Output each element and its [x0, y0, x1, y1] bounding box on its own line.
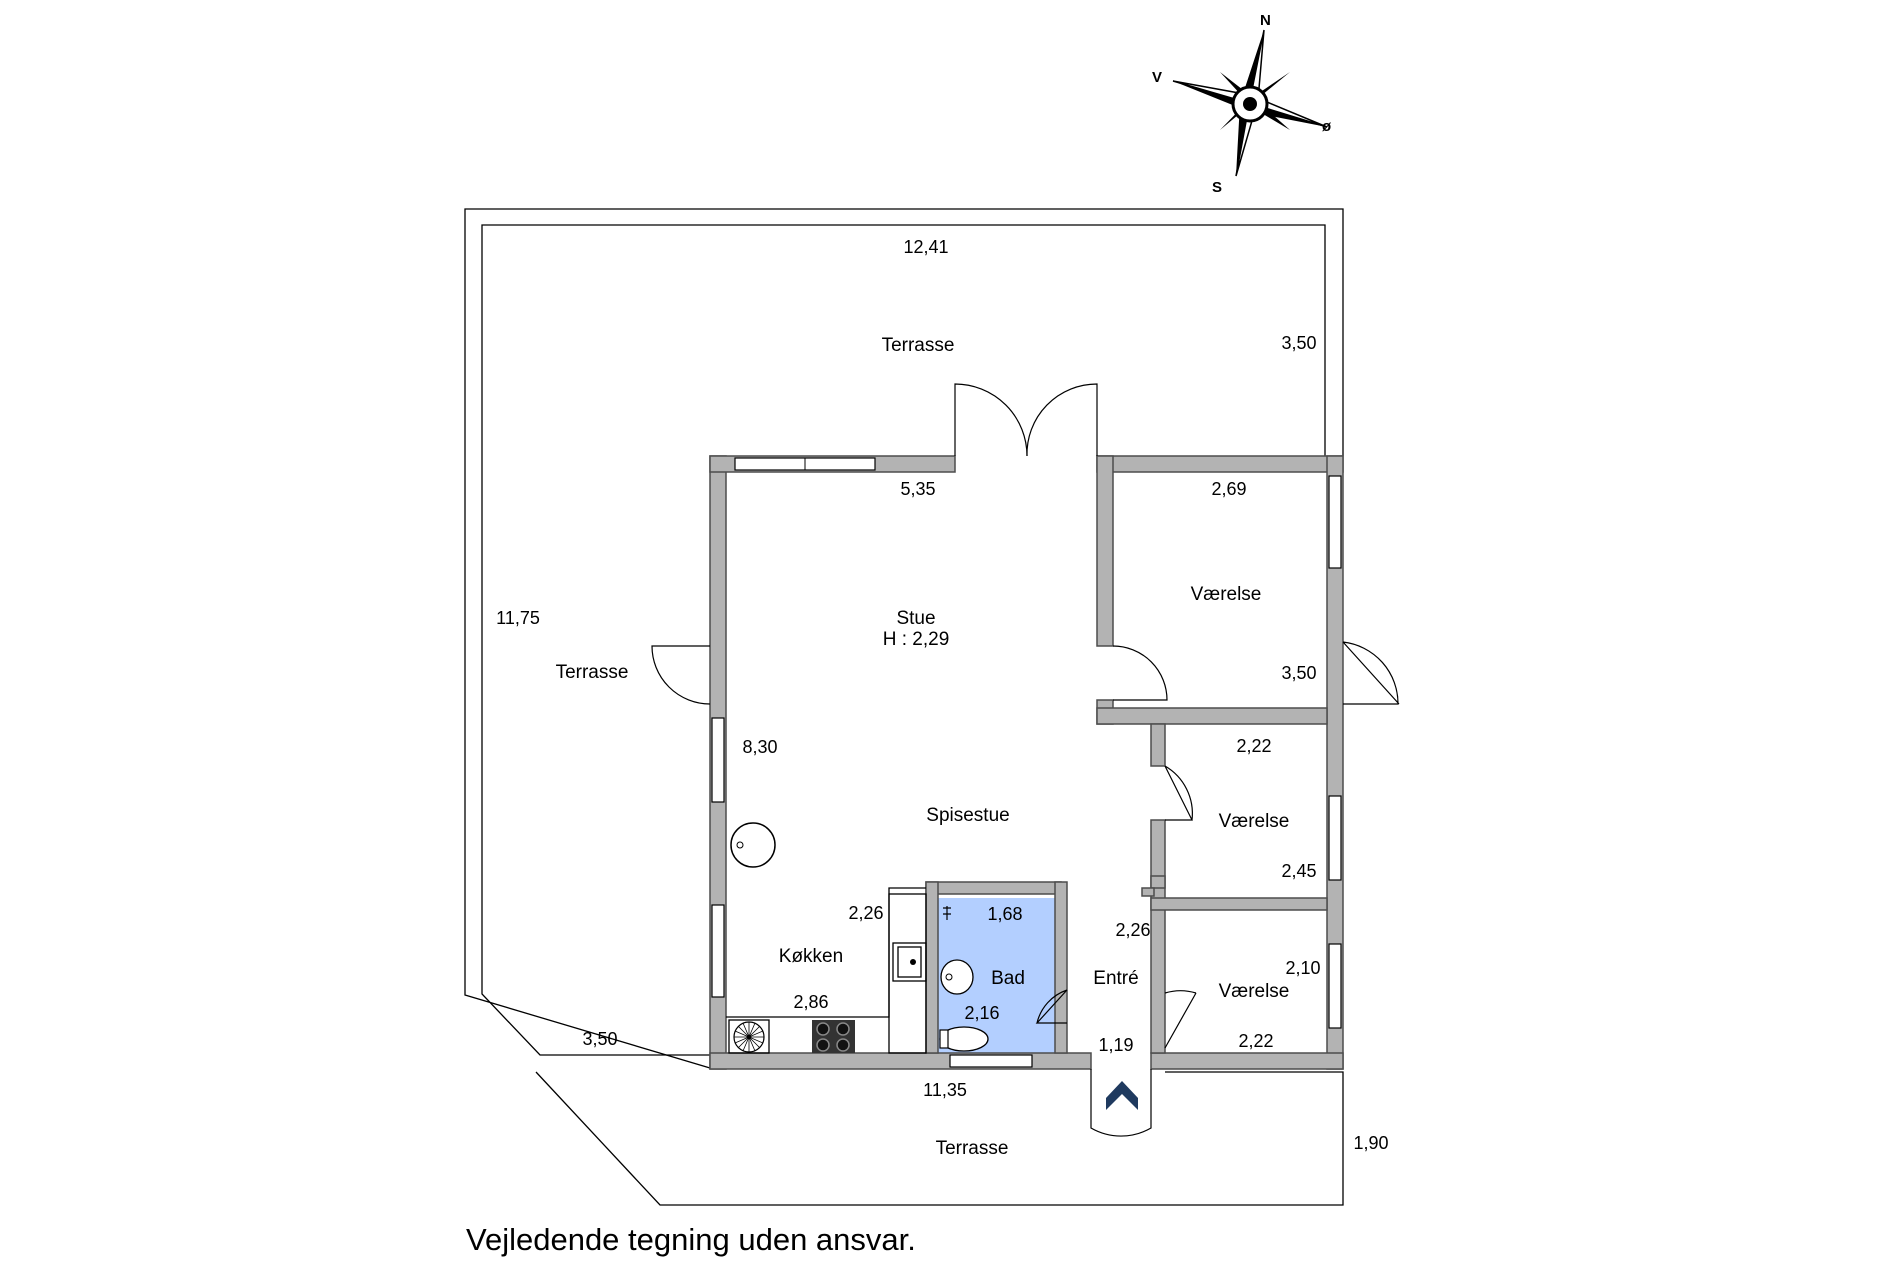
disclaimer-text: Vejledende tegning uden ansvar.	[466, 1222, 916, 1257]
compass-rose-icon: N V ø S	[1152, 12, 1332, 196]
dim-bad-depth: 2,16	[964, 1003, 999, 1023]
room-label-terrasse-left: Terrasse	[556, 662, 629, 683]
ventilation-fan-icon	[728, 1019, 770, 1054]
dim-bad-width: 1,68	[987, 904, 1022, 924]
room-labels: Terrasse Terrasse Terrasse Stue H : 2,29…	[556, 335, 1290, 1159]
doors	[651, 383, 1400, 1137]
dim-terrace-top-depth: 3,50	[1281, 333, 1316, 353]
dim-stue-width: 5,35	[900, 479, 935, 499]
terrace-outline	[464, 208, 1344, 1206]
room-label-vaerelse-1: Værelse	[1191, 584, 1262, 605]
compass-north-label: N	[1260, 12, 1271, 29]
room-label-terrasse-bottom: Terrasse	[936, 1138, 1009, 1159]
dim-koekken-width: 2,86	[793, 992, 828, 1012]
dim-terrace-left-bottom: 3,50	[582, 1029, 617, 1049]
shower-icon	[943, 906, 951, 920]
room-label-stue-height: H : 2,29	[883, 629, 950, 650]
dim-stue-length: 8,30	[742, 737, 777, 757]
dim-terrace-bottom-depth: 1,90	[1353, 1133, 1388, 1153]
room-label-bad: Bad	[991, 968, 1025, 989]
room-label-koekken: Køkken	[779, 946, 843, 967]
room-label-vaerelse-2: Værelse	[1219, 811, 1290, 832]
wood-stove-icon	[730, 822, 776, 868]
dim-vaerelse3-depth: 2,10	[1285, 958, 1320, 978]
dim-vaerelse3-width: 2,22	[1238, 1031, 1273, 1051]
windows	[711, 457, 1342, 1068]
dimension-labels: 12,41 3,50 11,75 3,50 11,35 1,90 5,35 8,…	[496, 237, 1388, 1153]
dim-vaerelse2-width: 2,22	[1236, 736, 1271, 756]
dim-terrace-top-width: 12,41	[903, 237, 948, 257]
dim-entre-depth: 2,26	[1115, 920, 1150, 940]
wash-basin-icon	[940, 959, 974, 995]
dim-vaerelse1-depth: 3,50	[1281, 663, 1316, 683]
room-label-terrasse-top: Terrasse	[882, 335, 955, 356]
dim-entre-width: 1,19	[1098, 1035, 1133, 1055]
compass-east-label: ø	[1322, 118, 1332, 135]
fixtures	[726, 822, 1138, 1110]
kitchen-sink-icon	[892, 942, 927, 982]
room-label-vaerelse-3: Værelse	[1219, 981, 1290, 1002]
dim-terrace-left-length: 11,75	[496, 608, 540, 628]
room-label-entre: Entré	[1093, 968, 1138, 989]
dim-vaerelse2-depth: 2,45	[1281, 861, 1316, 881]
entrance-arrow-icon	[1106, 1081, 1138, 1110]
dim-vaerelse1-width: 2,69	[1211, 479, 1246, 499]
room-label-stue: Stue	[896, 608, 935, 629]
compass-west-label: V	[1152, 69, 1162, 86]
dim-terrace-bottom-width: 11,35	[923, 1080, 967, 1100]
compass-south-label: S	[1212, 179, 1222, 196]
room-label-spisestue: Spisestue	[926, 805, 1009, 826]
dim-koekken-depth: 2,26	[848, 903, 883, 923]
